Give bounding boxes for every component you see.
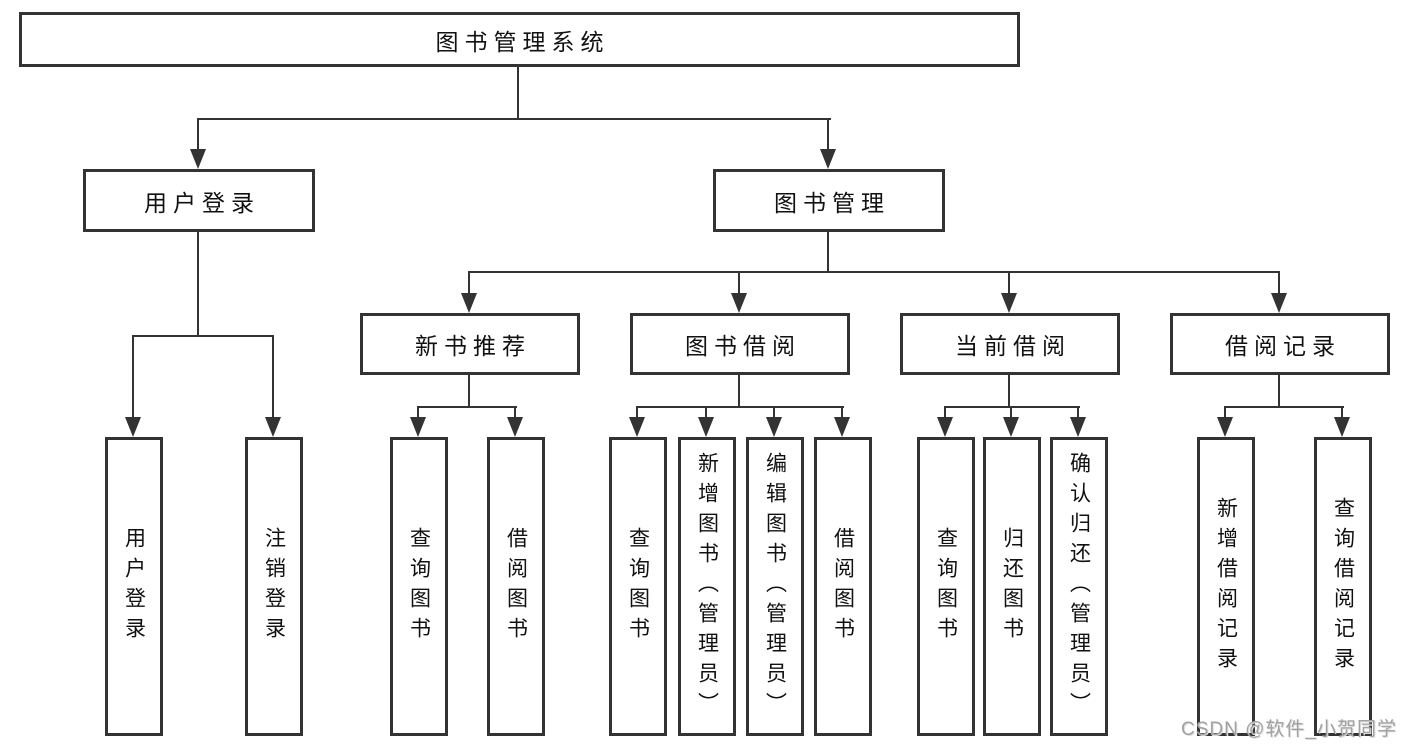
arrow-down-icon — [410, 417, 426, 437]
connector-line — [773, 406, 775, 418]
connector-line — [1010, 406, 1012, 418]
connector-line — [197, 232, 199, 335]
arrow-down-icon — [461, 293, 477, 313]
connector-line — [517, 67, 519, 119]
node-add-book-admin: 新增图书（管理员） — [678, 437, 736, 736]
arrow-down-icon — [190, 149, 206, 169]
leaf-label: 确认归还（管理员） — [1067, 451, 1091, 722]
connector-line — [197, 118, 199, 150]
arrow-down-icon — [125, 417, 141, 437]
connector-line — [841, 406, 843, 418]
connector-line — [514, 406, 516, 418]
node-borrowing-records: 借阅记录 — [1170, 313, 1390, 375]
node-add-borrow-record: 新增借阅记录 — [1197, 437, 1255, 736]
node-library-system: 图书管理系统 — [19, 12, 1020, 67]
connector-line — [738, 375, 740, 408]
leaf-label: 归还图书 — [1000, 526, 1024, 647]
arrow-down-icon — [265, 417, 281, 437]
connector-line — [1224, 406, 1344, 408]
connector-line — [827, 118, 829, 150]
connector-line — [417, 406, 517, 408]
connector-line — [468, 271, 470, 294]
leaf-label: 查询借阅记录 — [1331, 496, 1355, 677]
connector-line — [132, 335, 134, 417]
leaf-label: 查询图书 — [407, 526, 431, 647]
connector-line — [468, 375, 470, 408]
node-query-borrow-record: 查询借阅记录 — [1314, 437, 1372, 736]
connector-line — [636, 406, 844, 408]
connector-line — [132, 335, 274, 337]
node-book-management: 图书管理 — [713, 169, 945, 232]
arrow-down-icon — [834, 417, 850, 437]
connector-line — [1008, 375, 1010, 408]
arrow-down-icon — [698, 417, 714, 437]
arrow-down-icon — [1217, 417, 1233, 437]
node-new-book-recommendation: 新书推荐 — [360, 313, 580, 375]
arrow-down-icon — [507, 417, 523, 437]
leaf-label: 用户登录 — [122, 526, 146, 647]
connector-line — [417, 406, 419, 418]
node-return-books: 归还图书 — [983, 437, 1041, 736]
node-query-books-borrowing: 查询图书 — [609, 437, 667, 736]
connector-line — [827, 232, 829, 273]
node-login: 用户登录 — [105, 437, 163, 736]
connector-line — [738, 271, 740, 294]
arrow-down-icon — [1003, 417, 1019, 437]
leaf-label: 新增图书（管理员） — [695, 451, 719, 722]
node-logout: 注销登录 — [245, 437, 303, 736]
connector-line — [1077, 406, 1079, 418]
leaf-label: 查询图书 — [626, 526, 650, 647]
arrow-down-icon — [1334, 417, 1350, 437]
arrow-down-icon — [766, 417, 782, 437]
connector-line — [1341, 406, 1343, 418]
arrow-down-icon — [1070, 417, 1086, 437]
arrow-down-icon — [820, 149, 836, 169]
connector-line — [1278, 375, 1280, 408]
connector-line — [705, 406, 707, 418]
leaf-label: 查询图书 — [934, 526, 958, 647]
arrow-down-icon — [1001, 293, 1017, 313]
leaf-label: 新增借阅记录 — [1214, 496, 1238, 677]
arrow-down-icon — [937, 417, 953, 437]
node-user-login: 用户登录 — [83, 169, 315, 232]
connector-line — [468, 271, 1280, 273]
connector-line — [1278, 271, 1280, 294]
arrow-down-icon — [731, 293, 747, 313]
arrow-down-icon — [629, 417, 645, 437]
leaf-label: 编辑图书（管理员） — [763, 451, 787, 722]
connector-line — [197, 118, 831, 120]
connector-line — [944, 406, 946, 418]
leaf-label: 借阅图书 — [831, 526, 855, 647]
node-query-books-current: 查询图书 — [917, 437, 975, 736]
connector-line — [272, 335, 274, 417]
node-confirm-return-admin: 确认归还（管理员） — [1050, 437, 1108, 736]
node-book-borrowing: 图书借阅 — [630, 313, 850, 375]
leaf-label: 注销登录 — [262, 526, 286, 647]
csdn-watermark: CSDN @软件_小贺同学 — [1181, 719, 1397, 740]
leaf-label: 借阅图书 — [504, 526, 528, 647]
node-query-books-recommend: 查询图书 — [390, 437, 448, 736]
connector-line — [636, 406, 638, 418]
connector-line — [944, 406, 1080, 408]
node-borrow-books-borrowing: 借阅图书 — [814, 437, 872, 736]
arrow-down-icon — [1271, 293, 1287, 313]
node-edit-book-admin: 编辑图书（管理员） — [746, 437, 804, 736]
connector-line — [1224, 406, 1226, 418]
node-current-borrowing: 当前借阅 — [900, 313, 1120, 375]
connector-line — [1008, 271, 1010, 294]
node-borrow-books-recommend: 借阅图书 — [487, 437, 545, 736]
